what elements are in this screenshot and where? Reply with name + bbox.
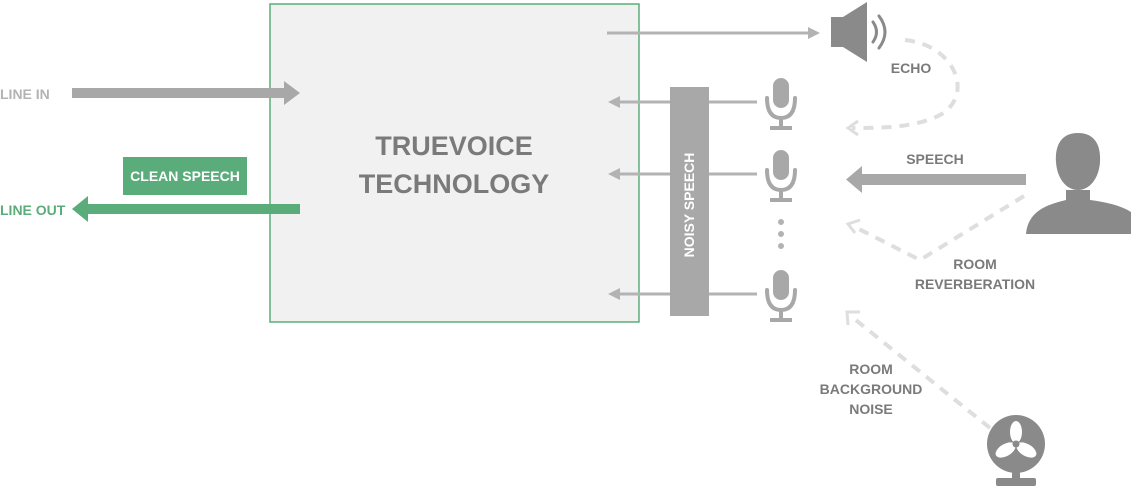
reverberation-path (852, 194, 1026, 263)
noise-path (850, 315, 992, 430)
microphone-icon (765, 76, 797, 132)
fan-icon (987, 415, 1045, 486)
noisy-speech-label: NOISY SPEECH (681, 153, 697, 258)
reverberation-label-line2: REVERBERATION (915, 276, 1035, 292)
line-out-arrow (72, 196, 300, 222)
core-title-line2: TECHNOLOGY (359, 169, 550, 199)
microphone-icon (765, 148, 797, 204)
speech-arrow (846, 166, 1026, 193)
reverberation-label-line1: ROOM (953, 256, 997, 272)
core-title-line1: TRUEVOICE (375, 131, 533, 161)
noisy-speech-bar (670, 87, 709, 316)
noise-label-line3: NOISE (849, 401, 893, 417)
line-out-label: LINE OUT (0, 202, 66, 218)
microphone-icon (765, 268, 797, 324)
line-in-label: LINE IN (0, 86, 50, 102)
clean-speech-label: CLEAN SPEECH (130, 168, 240, 184)
noise-label-line1: ROOM (849, 361, 893, 377)
echo-path (851, 38, 960, 130)
speaker-icon (831, 2, 887, 62)
noise-label-line2: BACKGROUND (820, 381, 923, 397)
truevoice-core-box (269, 3, 640, 323)
person-icon (1026, 133, 1131, 234)
echo-label: ECHO (891, 60, 932, 76)
more-mics-dots (778, 219, 784, 249)
speaker-out-arrow (607, 27, 820, 39)
clean-speech-badge (123, 157, 247, 195)
speech-label: SPEECH (906, 151, 964, 167)
line-in-arrow (72, 81, 300, 105)
